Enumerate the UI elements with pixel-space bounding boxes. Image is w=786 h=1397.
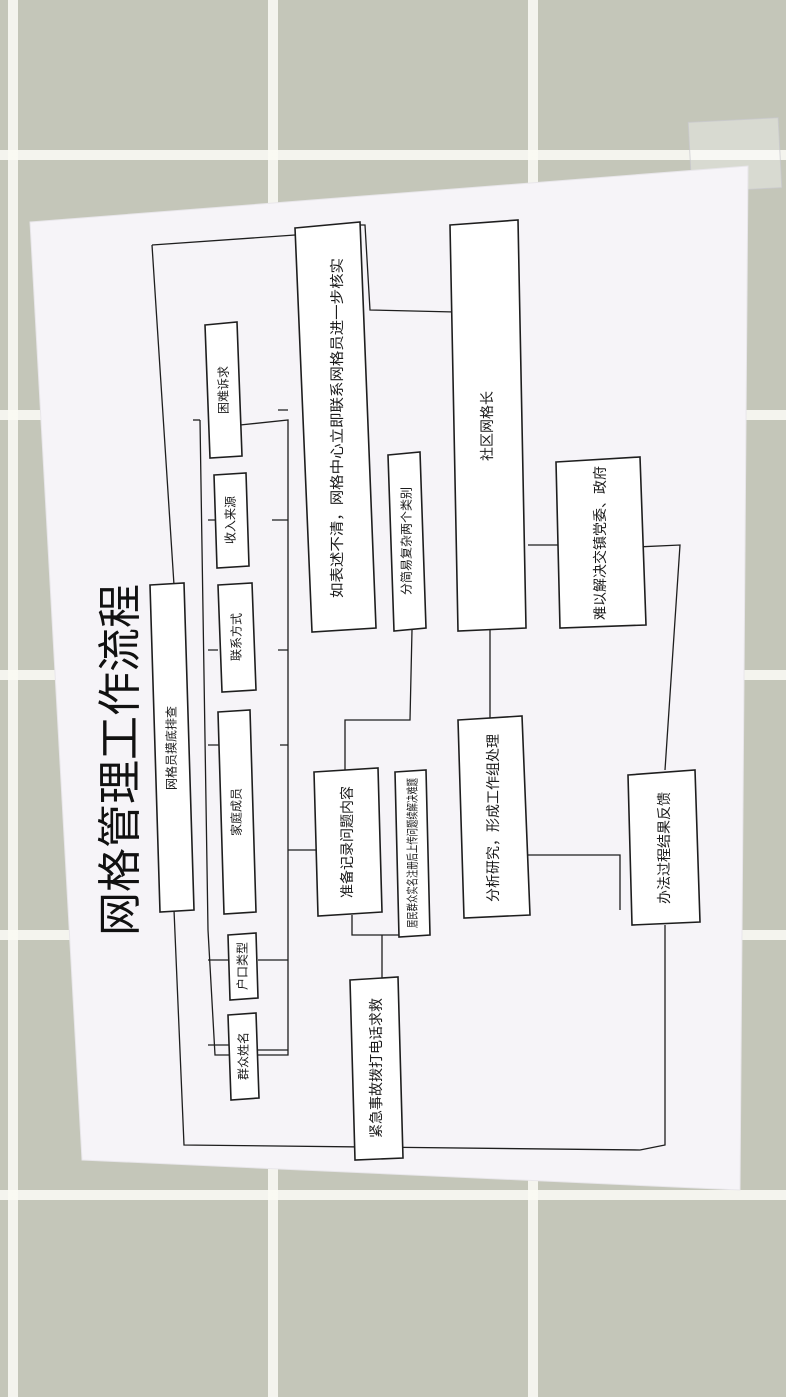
- node-classify-label: 分简易复杂两个类别: [400, 487, 414, 595]
- node-hukou-label: 户口类型: [235, 942, 250, 990]
- node-feedback-label: 办法过程结果反馈: [657, 792, 673, 904]
- node-inspect: 网格员摸底排查: [149, 582, 195, 913]
- node-hukou: 户口类型: [227, 932, 259, 1001]
- node-contact: 联系方式: [217, 582, 257, 693]
- diagram-title: 网格管理工作流程: [95, 584, 146, 936]
- node-emergency-label: 紧急事故拨打电话求救: [368, 998, 385, 1138]
- node-verify: 如表述不清，网格中心立即联系网格员进一步核实: [294, 221, 377, 633]
- node-classify: 分简易复杂两个类别: [387, 451, 427, 632]
- node-income-label: 收入来源: [224, 496, 238, 544]
- node-upload-label: 居民群众实名注册后上传问题续解决难题: [405, 778, 420, 928]
- node-verify-label: 如表述不清，网格中心立即联系网格员进一步核实: [330, 258, 346, 598]
- connectors: [151, 224, 681, 1151]
- node-analyze: 分析研究，形成工作组处理: [457, 715, 531, 919]
- node-analyze-label: 分析研究，形成工作组处理: [486, 734, 502, 902]
- node-feedback: 办法过程结果反馈: [627, 769, 701, 926]
- node-income: 收入来源: [213, 472, 250, 569]
- node-emergency: 紧急事故拨打电话求救: [349, 976, 404, 1161]
- node-upload: 居民群众实名注册后上传问题续解决难题: [394, 769, 431, 938]
- node-contact-label: 联系方式: [229, 613, 244, 661]
- node-family-label: 家庭成员: [229, 788, 244, 836]
- node-record: 准备记录问题内容: [313, 767, 383, 917]
- node-difficulty-label: 困难诉求: [217, 366, 231, 414]
- node-hard-label: 难以解决交镇党委、政府: [592, 466, 609, 620]
- node-record-label: 准备记录问题内容: [339, 786, 356, 898]
- node-name-label: 群众姓名: [236, 1032, 251, 1080]
- node-family: 家庭成员: [217, 709, 257, 915]
- node-inspect-label: 网格员摸底排查: [164, 706, 179, 790]
- node-hard: 难以解决交镇党委、政府: [555, 456, 647, 629]
- node-leader: 社区网格长: [449, 219, 527, 632]
- node-leader-label: 社区网格长: [480, 391, 496, 461]
- node-name: 群众姓名: [227, 1012, 260, 1101]
- node-difficulty: 困难诉求: [204, 321, 243, 459]
